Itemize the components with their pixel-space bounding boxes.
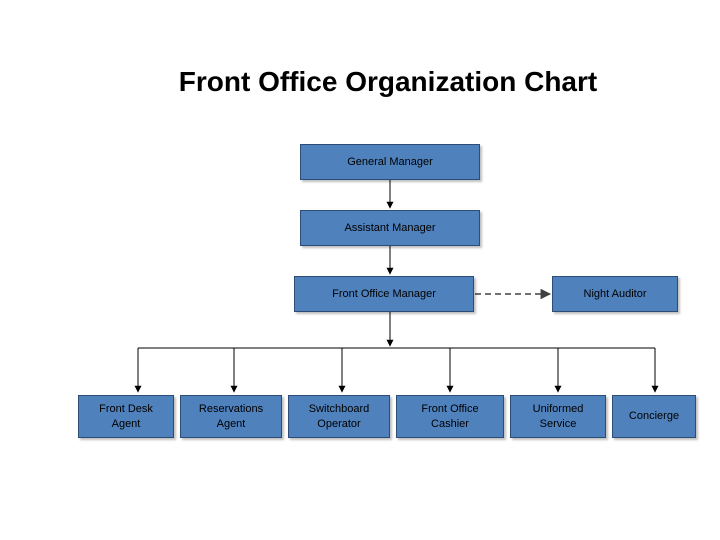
node-reservations-agent: Reservations Agent [180, 395, 282, 438]
node-assistant-manager: Assistant Manager [300, 210, 480, 246]
node-uniformed-service: Uniformed Service [510, 395, 606, 438]
node-front-office-cashier: Front Office Cashier [396, 395, 504, 438]
node-front-desk-agent: Front Desk Agent [78, 395, 174, 438]
node-front-office-manager: Front Office Manager [294, 276, 474, 312]
node-general-manager: General Manager [300, 144, 480, 180]
node-night-auditor: Night Auditor [552, 276, 678, 312]
node-switchboard-operator: Switchboard Operator [288, 395, 390, 438]
node-concierge: Concierge [612, 395, 696, 438]
page-title: Front Office Organization Chart [178, 66, 598, 97]
